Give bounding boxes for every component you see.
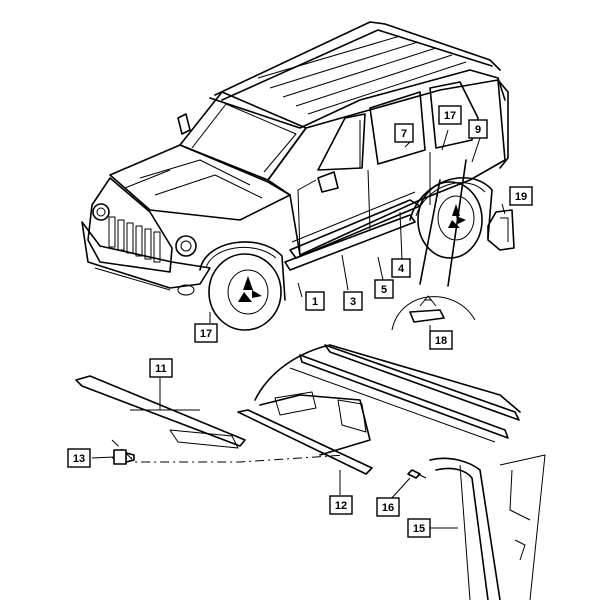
callout-7: 7 [394,123,414,143]
callout-label: 9 [475,124,481,136]
callout-17-rear: 17 [438,105,462,125]
callout-label: 17 [444,110,456,122]
callout-12: 12 [329,495,353,515]
callout-label: 13 [73,453,85,465]
callout-label: 15 [413,523,425,535]
callout-label: 19 [515,191,527,203]
callout-17-front: 17 [194,323,218,343]
callout-label: 4 [398,263,405,275]
callout-19: 19 [509,186,533,206]
callout-label: 17 [200,328,212,340]
callout-label: 18 [435,335,447,347]
callout-11: 11 [149,358,173,378]
callout-label: 5 [381,284,387,296]
callout-9: 9 [468,119,488,139]
vehicle-illustration [81,21,509,331]
roof-detail-illustration [75,344,546,600]
clip-detail-inset [391,159,476,331]
callout-15: 15 [407,518,431,538]
callout-3: 3 [343,291,363,311]
callout-label: 1 [312,296,318,308]
callout-4: 4 [391,258,411,278]
callout-label: 12 [335,500,347,512]
callout-label: 11 [155,363,167,375]
callout-label: 7 [401,128,407,140]
callout-5: 5 [374,279,394,299]
leader-lines [91,129,506,529]
callout-label: 16 [382,502,394,514]
callout-label: 3 [350,296,356,308]
callout-13: 13 [67,448,91,468]
callout-1: 1 [305,291,325,311]
screw-16 [407,469,427,479]
callout-18: 18 [429,330,453,350]
bolt-13 [113,449,135,465]
callout-16: 16 [376,497,400,517]
mud-flap-detail [487,209,515,251]
